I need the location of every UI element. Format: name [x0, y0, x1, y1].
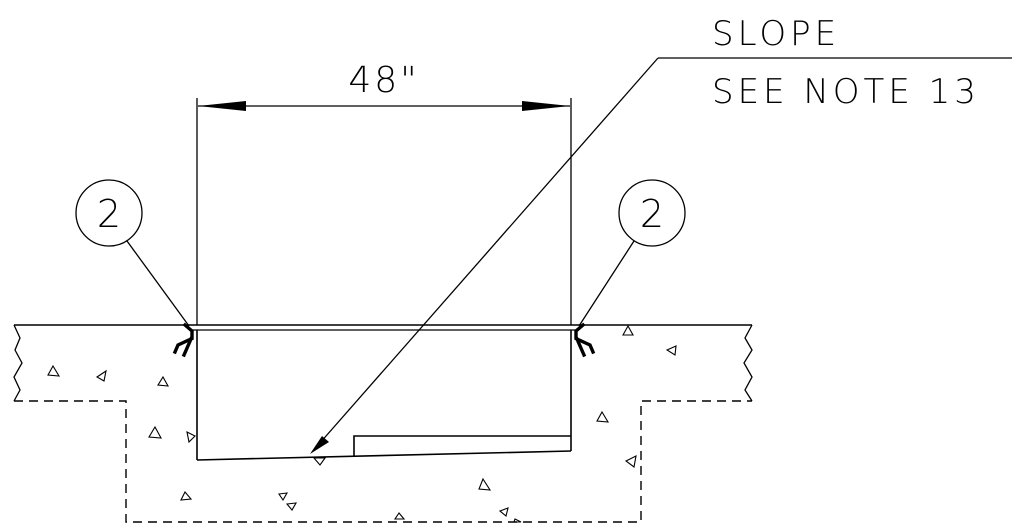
slope-callout-line2: SEE NOTE 13 [712, 72, 980, 112]
aggregate-mark [148, 425, 162, 439]
aggregate-mark [393, 512, 406, 520]
break-line-right [743, 324, 753, 402]
marker-leader-right [578, 240, 635, 327]
dimension-arrowhead-right [522, 101, 570, 111]
angle-anchor-right [574, 322, 596, 358]
aggregate-mark [157, 375, 169, 387]
slope-leader-arrowhead [310, 436, 329, 454]
slope-leader-line [311, 57, 659, 453]
channel-step-outline [353, 435, 571, 457]
aggregate-mark [478, 477, 492, 491]
aggregate-mark [95, 369, 107, 382]
detail-marker-left: 2 [75, 179, 143, 247]
aggregate-mark [498, 507, 509, 517]
aggregate-mark [596, 410, 610, 423]
aggregate-mark [665, 345, 677, 356]
aggregate-mark [285, 502, 298, 511]
aggregate-mark [312, 457, 327, 466]
concrete-aggregate-pattern [47, 324, 677, 523]
dimension-label: 48" [348, 60, 419, 101]
aggregate-mark [180, 491, 193, 501]
break-line-left [13, 324, 23, 402]
detail-marker-right: 2 [618, 179, 686, 247]
slope-callout-line1: SLOPE [712, 14, 840, 54]
detail-marker-right-label: 2 [640, 192, 664, 236]
sloped-channel-bottom [196, 450, 572, 461]
slab-bottom-dashed-line [14, 400, 752, 523]
marker-leader-left [126, 240, 190, 327]
dimension-arrowhead-left [198, 101, 246, 111]
aggregate-mark [186, 431, 196, 444]
aggregate-mark [624, 455, 637, 468]
aggregate-mark [278, 492, 289, 502]
aggregate-mark [513, 518, 522, 523]
aggregate-mark [622, 324, 634, 336]
angle-anchor-left [172, 322, 194, 358]
detail-marker-left-label: 2 [97, 192, 121, 236]
aggregate-mark [47, 364, 61, 377]
